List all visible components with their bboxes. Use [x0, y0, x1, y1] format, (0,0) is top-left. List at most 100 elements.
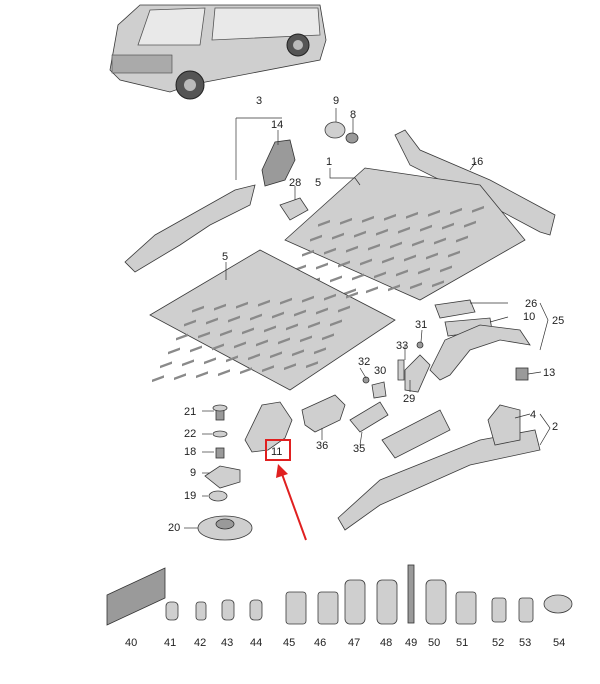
callout-30: 30 — [374, 365, 386, 377]
floor-slot — [272, 311, 284, 319]
floor-slot — [390, 241, 402, 249]
callout-40: 40 — [125, 637, 137, 649]
callout-4: 4 — [530, 409, 536, 421]
callout-53: 53 — [519, 637, 531, 649]
callout-16: 16 — [471, 156, 483, 168]
callout-31: 31 — [415, 319, 427, 331]
callout-35: 35 — [353, 443, 365, 455]
callout-46: 46 — [314, 637, 326, 649]
floor-slot — [432, 280, 444, 288]
floor-slot — [428, 209, 440, 217]
callout-11: 11 — [271, 446, 282, 458]
floor-slot — [418, 267, 430, 275]
callout-14: 14 — [271, 119, 283, 131]
floor-slot — [302, 295, 314, 303]
callout-43: 43 — [221, 637, 233, 649]
floor-slot — [206, 317, 218, 325]
part-14-bracket — [261, 139, 296, 187]
floor-slot — [314, 347, 326, 355]
floor-slot — [382, 256, 394, 264]
floor-slot — [346, 291, 358, 299]
leader-lines — [184, 108, 551, 529]
floor-slot — [228, 315, 240, 323]
part-1-floor-panel — [278, 167, 526, 302]
floor-slot — [306, 361, 318, 369]
callout-9a: 9 — [333, 95, 339, 107]
floor-slot — [302, 249, 314, 257]
van-illustration — [109, 4, 327, 100]
floor-slot — [192, 305, 204, 313]
floor-slot — [168, 347, 180, 355]
floor-slot — [404, 254, 416, 262]
part-8-ring — [345, 132, 359, 144]
floor-slot — [212, 343, 224, 351]
floor-slot — [220, 329, 232, 337]
part-11-bracket — [244, 401, 293, 453]
callout-20: 20 — [168, 522, 180, 534]
floor-slot — [340, 217, 352, 225]
floor-slot — [384, 213, 396, 221]
highlight-arrow — [276, 464, 307, 541]
floor-slot — [264, 325, 276, 333]
floor-slot — [442, 222, 454, 230]
callout-28: 28 — [289, 177, 301, 189]
floor-slot — [242, 327, 254, 335]
floor-slot — [410, 282, 422, 290]
floor-slot — [434, 237, 446, 245]
part-33-bolt — [397, 359, 405, 381]
floor-slot — [332, 232, 344, 240]
floor-slot — [420, 224, 432, 232]
part-29-bracket — [404, 354, 431, 393]
callout-48: 48 — [380, 637, 392, 649]
part-crossmember-small — [381, 409, 451, 459]
floor-slot — [292, 349, 304, 357]
callout-33: 33 — [396, 340, 408, 352]
callout-45: 45 — [283, 637, 295, 649]
callout-22: 22 — [184, 428, 196, 440]
floor-slot — [190, 345, 202, 353]
floor-slot — [346, 245, 358, 253]
floor-slot — [280, 297, 292, 305]
floor-slot — [456, 235, 468, 243]
callout-5b: 5 — [222, 251, 228, 263]
callout-25: 25 — [552, 315, 564, 327]
floor-slot — [184, 319, 196, 327]
floor-slot — [324, 293, 336, 301]
callout-51: 51 — [456, 637, 468, 649]
part-3-side-member — [124, 184, 256, 273]
callout-47: 47 — [348, 637, 360, 649]
floor-slot — [262, 365, 274, 373]
part-26-bracket — [434, 299, 476, 319]
part-2-sill — [337, 429, 541, 531]
callout-19: 19 — [184, 490, 196, 502]
floor-slot — [250, 313, 262, 321]
floor-slot — [338, 305, 350, 313]
callout-54: 54 — [553, 637, 565, 649]
floor-slot — [300, 335, 312, 343]
floor-slot — [234, 341, 246, 349]
callout-10: 10 — [523, 311, 535, 323]
floor-slot — [174, 373, 186, 381]
floor-slot — [448, 250, 460, 258]
floor-slot — [398, 226, 410, 234]
floor-slot — [286, 323, 298, 331]
floor-slot — [308, 321, 320, 329]
floor-slot — [318, 219, 330, 227]
floor-slot — [236, 301, 248, 309]
part-13-clip — [515, 367, 529, 381]
floor-slot — [388, 284, 400, 292]
floor-slot — [248, 353, 260, 361]
callout-26: 26 — [525, 298, 537, 310]
callout-18: 18 — [184, 446, 196, 458]
floor-slot — [218, 369, 230, 377]
highlight-box — [265, 439, 291, 461]
floor-slot — [322, 333, 334, 341]
callout-9b: 9 — [190, 467, 196, 479]
part-25-wheel-housing — [429, 324, 531, 381]
floor-slot — [214, 303, 226, 311]
floor-slot — [376, 228, 388, 236]
callout-44: 44 — [250, 637, 262, 649]
callout-49: 49 — [405, 637, 417, 649]
floor-slot — [316, 262, 328, 270]
floor-slot — [316, 307, 328, 315]
